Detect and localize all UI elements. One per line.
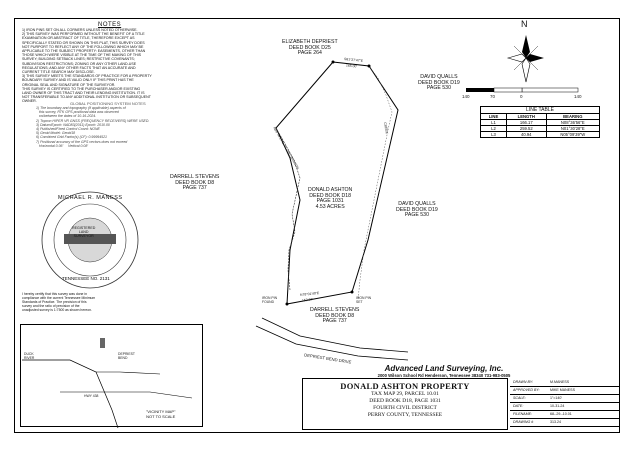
seal-name: MICHAEL R. MANESS: [58, 195, 123, 201]
info-block: DRAWN BY: M.MANESS APPROVED BY: MIKE MAN…: [510, 378, 620, 433]
title-line: PERRY COUNTY, TENNESSEE: [367, 412, 443, 418]
info-value: 313.24: [550, 420, 561, 424]
info-key: APPROVED BY:: [513, 388, 540, 392]
info-key: SCALE:: [513, 396, 526, 400]
iron-pin-found-label: IRON PIN FOUND: [262, 296, 278, 304]
road-line-1: [261, 317, 409, 353]
info-key: DRAWING #: [513, 420, 534, 424]
info-row: DRAWN BY: M.MANESS: [510, 378, 620, 387]
title-line: DEED BOOK D18, PAGE 1031: [369, 398, 441, 404]
north-arrow: [506, 35, 544, 83]
scale-tick: 0: [520, 94, 523, 99]
line-table: LINE TABLE LINE LENGTH BEARING L1 166.17…: [480, 106, 601, 138]
notes-text: 1) IRON PINS SET ON ALL CORNERS UNLESS N…: [22, 28, 152, 104]
vicinity-road-a: DUCK RIVER: [24, 352, 35, 360]
info-value: MIKE MANESS: [550, 388, 575, 392]
info-row: DRAWING # 313.24: [510, 418, 620, 427]
pin-marker: [331, 60, 335, 64]
info-value: 10-31-24: [550, 404, 565, 408]
info-key: DRAWN BY:: [513, 380, 534, 384]
info-value: 1"=140': [550, 396, 563, 400]
vicinity-road-b: DEPRIEST BEND: [118, 352, 135, 360]
title-block: DONALD ASHTON PROPERTY TAX MAP 29, PARCE…: [302, 378, 508, 430]
pin-marker: [367, 64, 371, 68]
owner-label-depriest: ELIZABETH DEPRIEST DEED BOOK D25 PAGE 26…: [282, 39, 338, 57]
owner-label-subject: DONALD ASHTON DEED BOOK D18 PAGE 1031 4.…: [308, 187, 353, 210]
line-table-cell: N05°09'39"W: [545, 131, 601, 138]
info-key: DATE:: [513, 404, 524, 408]
owner-label-qualls-east: DAVID QUALLS DEED BOOK D19 PAGE 530: [396, 201, 438, 219]
drawing-sheet-border: [14, 18, 620, 433]
scale-bar: [466, 87, 579, 93]
info-row: DATE: 10-31-24: [510, 402, 620, 411]
info-key: FILENAME:: [513, 412, 532, 416]
vicinity-map: [20, 324, 203, 427]
company-header: Advanced Land Surveying, Inc. 2000 Wilso…: [274, 364, 614, 378]
company-address: 2000 Wilson School Rd Henderson, Tenness…: [377, 373, 511, 378]
vicinity-map-label: "VICINITY MAP" NOT TO SCALE: [146, 409, 176, 419]
surveyor-seal: [41, 191, 139, 289]
road-line-2: [255, 325, 409, 361]
iron-pin-set-label: IRON PIN SET: [356, 296, 372, 304]
title-line: FOURTH CIVIL DISTRICT: [373, 405, 437, 411]
info-value: M.MANESS: [550, 380, 570, 384]
line-table-caption: LINE TABLE: [480, 106, 600, 113]
property-boundary: [275, 61, 399, 305]
company-name: Advanced Land Surveying, Inc.: [384, 364, 504, 373]
pin-marker: [350, 290, 354, 294]
branch-line: [275, 127, 301, 291]
vicinity-road-c: HWY 438: [84, 394, 99, 398]
scale-tick: 140: [574, 94, 582, 99]
pin-marker: [285, 302, 289, 306]
info-row: APPROVED BY: MIKE MANESS: [510, 386, 620, 395]
title-line: TAX MAP 29, PARCEL 10.01: [371, 391, 439, 397]
line-table-cell: L3: [480, 131, 507, 138]
north-letter: N: [521, 19, 528, 29]
info-value: 68--29--10.01: [550, 412, 572, 416]
gps-notes-text: 1) The boundary and topography (if appli…: [36, 106, 150, 148]
certification-text: I hereby certify that this survey was do…: [22, 292, 96, 312]
property-title: DONALD ASHTON PROPERTY: [340, 381, 470, 391]
gps-notes-title: GLOBAL POSITIONING SYSTEM NOTES: [70, 101, 146, 106]
info-row: FILENAME: 68--29--10.01: [510, 410, 620, 419]
vicinity-map-lines: [22, 338, 193, 429]
info-row: SCALE: 1"=140': [510, 394, 620, 403]
table-row: L3 40.94 N05°09'39"W: [480, 131, 601, 138]
creek-line: [357, 65, 393, 301]
owner-label-stevens-south: DARRELL STEVENS DEED BOOK D8 PAGE 737: [310, 307, 360, 325]
scale-tick: 70: [490, 94, 496, 99]
notes-title: NOTES: [98, 22, 122, 28]
seal-center: REGISTERED LAND SURVEYOR: [72, 226, 96, 238]
scale-tick: 140: [462, 94, 470, 99]
owner-label-qualls-top: DAVID QUALLS DEED BOOK D19 PAGE 530: [418, 74, 460, 92]
owner-label-stevens-west: DARRELL STEVENS DEED BOOK D8 PAGE 737: [170, 174, 220, 192]
seal-state: TENNESSEE NO. 2131: [62, 276, 110, 281]
line-table-cell: 40.94: [505, 131, 547, 138]
